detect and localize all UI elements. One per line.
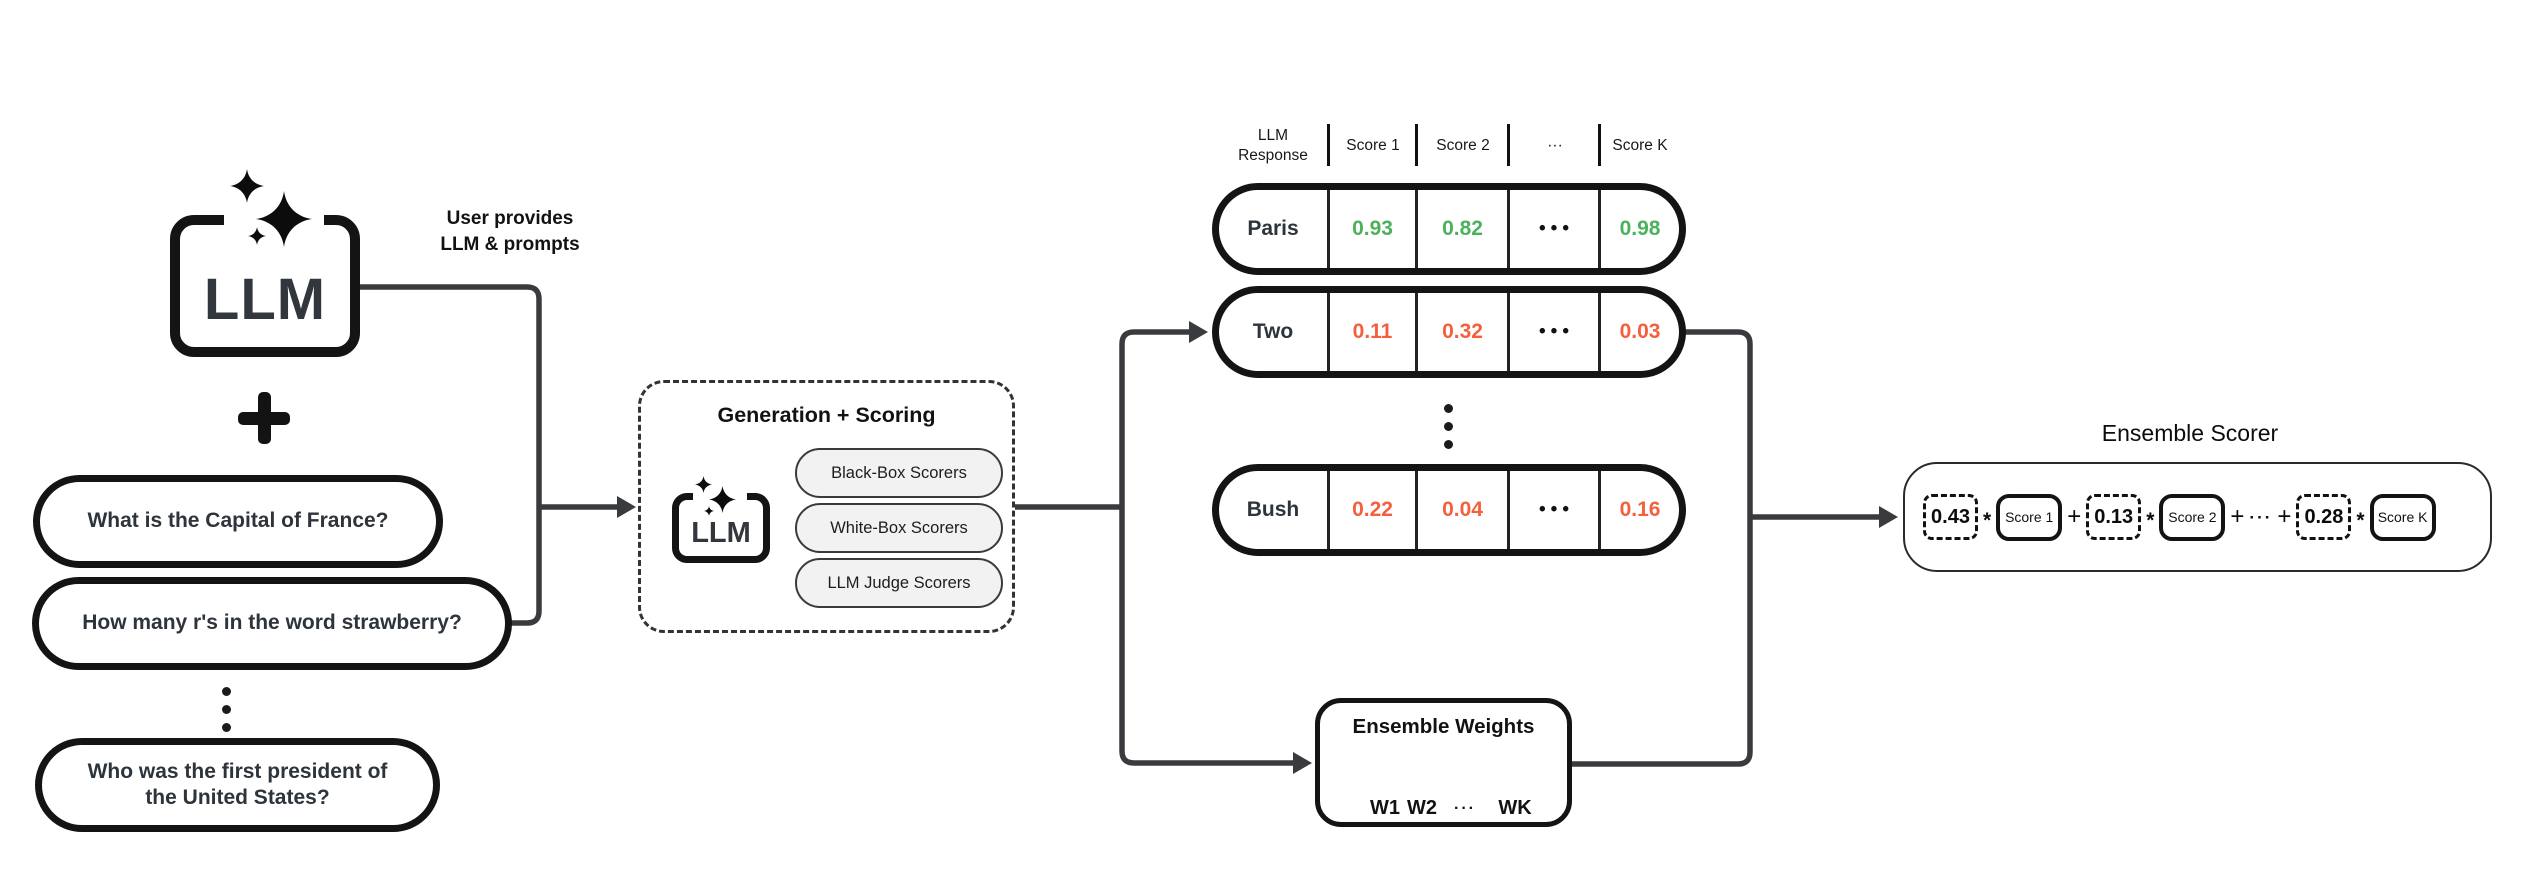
llm-box: LLM [170,165,360,357]
arrowhead-row [1189,321,1208,343]
ellipsis-cell: ••• [1507,293,1598,371]
arrowhead-ensemble [1879,506,1898,528]
wire-llm-down [360,284,542,507]
prompt-pill-3: Who was the first president of the Unite… [35,738,440,832]
score2-cell: 0.82 [1415,190,1507,268]
llm-mini-box: LLM [672,474,770,563]
score-row-bush: Bush 0.22 0.04 ••• 0.16 [1212,464,1686,556]
multiply-operator: * [1983,508,1992,532]
ellipsis-cell: ••• [1507,471,1598,549]
response-cell: Bush [1246,498,1300,521]
ensemble-weights-title: Ensemble Weights [1352,715,1535,738]
weight-label-wk: WK [1498,797,1532,819]
col-header-score2: Score 2 [1436,137,1490,154]
ellipsis-cell: ••• [1507,190,1598,268]
user-note-line1: User provides [446,208,574,229]
scorek-cell: 0.98 [1598,190,1679,268]
ensemble-scorer-title: Ensemble Scorer [2101,420,2279,446]
weight-label-dots: ··· [1454,800,1476,817]
llm-label: LLM [691,517,751,549]
score-row-two: Two 0.11 0.32 ••• 0.03 [1212,286,1686,378]
col-header-response: LLM Response [1238,127,1308,165]
multiply-operator: * [2356,508,2365,532]
vertical-ellipsis-icon [222,687,231,732]
score2-cell: 0.32 [1415,293,1507,371]
response-cell: Two [1252,320,1294,343]
wire-prompt-up [510,507,542,626]
arrowhead-weights [1293,752,1312,774]
response-cell: Paris [1247,217,1299,240]
prompt-pill-2: How many r's in the word strawberry? [32,577,512,670]
weight-value-box: 0.28 [2296,494,2352,540]
scorer-pill-white-box: White-Box Scorers [795,503,1003,553]
user-note: User provides LLM & prompts [440,206,579,257]
col-header-dots: ··· [1547,137,1563,154]
col-header-scorek: Score K [1612,137,1668,154]
score1-cell: 0.93 [1327,190,1415,268]
ensemble-weights-box: Ensemble Weights [1315,698,1572,827]
vertical-ellipsis-icon [1444,404,1453,449]
score-term-box: Score 2 [2159,493,2226,541]
score-term-box: Score K [2369,493,2436,541]
scorek-cell: 0.03 [1598,293,1679,371]
plus-operator: + [2067,503,2082,530]
score-term-box: Score 1 [1996,493,2063,541]
wire-branch-to-row [1119,329,1192,507]
multiply-operator: * [2146,508,2155,532]
score1-cell: 0.22 [1327,471,1415,549]
weight-label-w1: W1 [1370,797,1400,819]
plus-operator: + [2230,503,2245,530]
ellipsis-operator: ··· [2249,507,2273,527]
llm-label: LLM [203,267,327,332]
plus-icon [238,392,290,444]
user-note-line2: LLM & prompts [440,233,580,255]
scorer-pill-llm-judge: LLM Judge Scorers [795,558,1003,608]
ensemble-equation: 0.43 * Score 1 + 0.13 * Score 2 + ··· + … [1923,462,2436,572]
generation-title: Generation + Scoring [717,403,936,427]
weight-value-box: 0.43 [1923,494,1978,540]
prompt-pill-1: What is the Capital of France? [33,475,443,568]
sparkles-icon [693,474,747,522]
wire-row-out [1685,329,1753,517]
scorer-pill-black-box: Black-Box Scorers [795,448,1003,498]
score1-cell: 0.11 [1327,293,1415,371]
scorek-cell: 0.16 [1598,471,1679,549]
sparkles-icon [224,165,324,259]
weight-value-box: 0.13 [2086,494,2142,540]
arrowhead-generation [617,496,636,518]
weight-label-w2: W2 [1407,797,1437,819]
col-header-score1: Score 1 [1346,137,1400,154]
score2-cell: 0.04 [1415,471,1507,549]
score-row-paris: Paris 0.93 0.82 ••• 0.98 [1212,183,1686,275]
plus-operator: + [2277,503,2292,530]
